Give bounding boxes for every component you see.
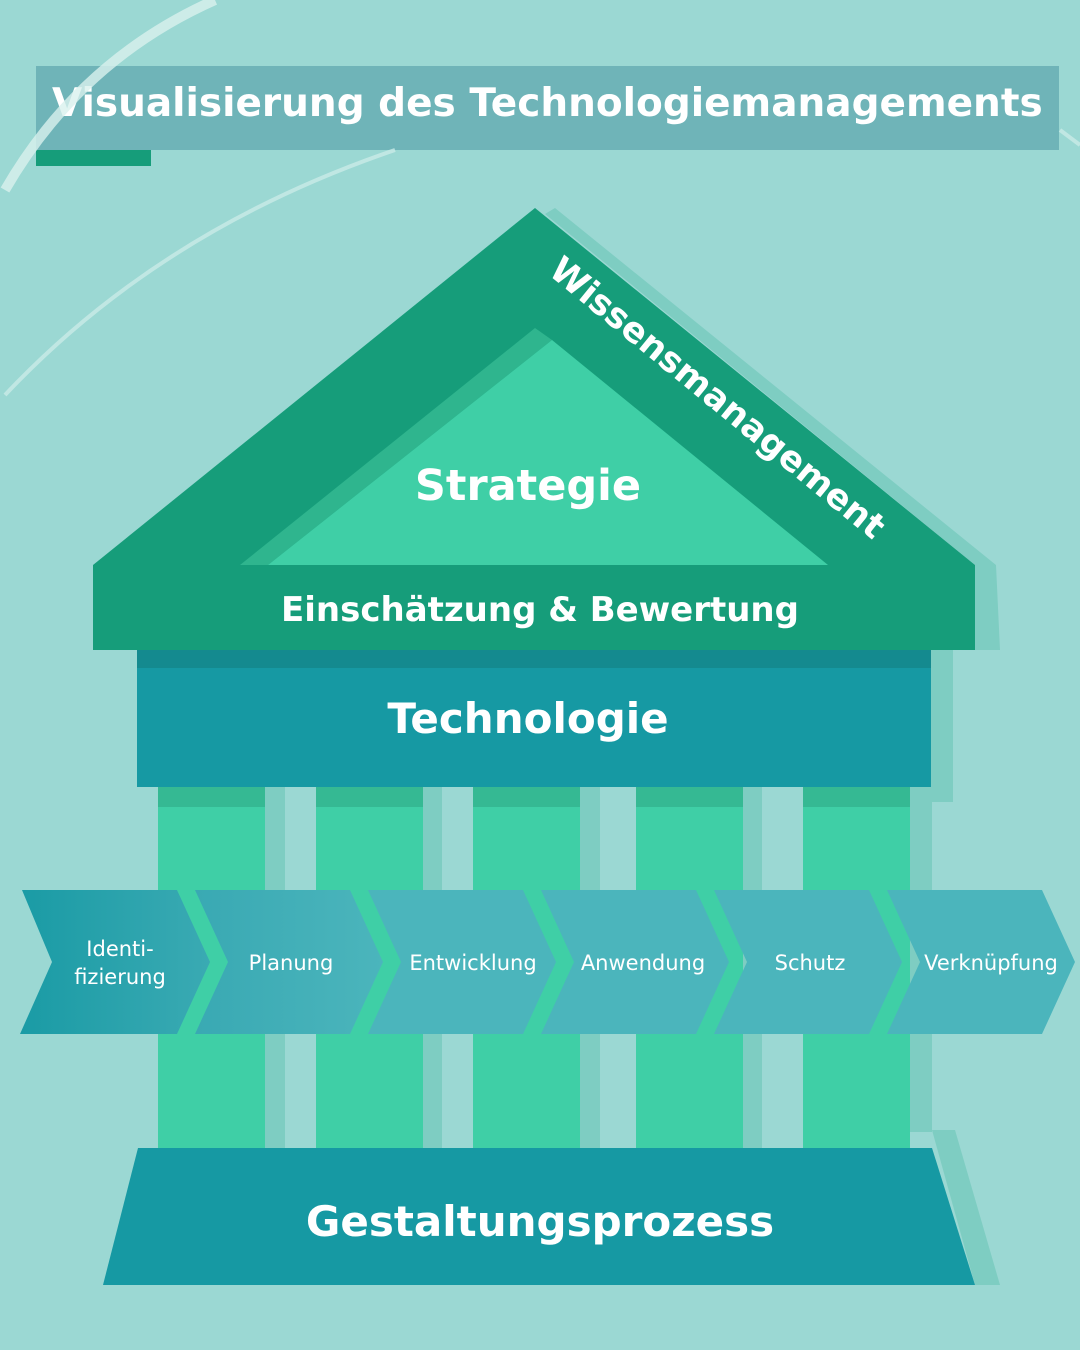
foundation [103,1148,975,1285]
roof-inner-shadow [240,328,552,565]
beam-top-edge [137,650,931,670]
beam-label: Technologie [387,694,668,743]
page-title: Visualisierung des Technologiemanagement… [52,81,1043,126]
process-step-label-6: Verknüpfung [924,951,1058,975]
process-step-label-1: fizierung [74,965,166,989]
process-step-label-5: Schutz [775,951,846,975]
background-arcs [0,0,1080,397]
process-steps: Identi-fizierung Planung Entwicklung Anwend… [20,890,1075,1034]
roof [93,208,975,650]
process-step-arrow-2 [195,890,383,1034]
roof-inner-triangle [268,340,828,565]
pillar-cap-4 [636,787,743,807]
process-step-arrow-5 [714,890,902,1034]
process-step-label-2: Planung [249,951,334,975]
process-step-arrow-3 [368,890,556,1034]
process-step-label-3: Entwicklung [409,951,536,975]
pillar-cap-5 [803,787,910,807]
process-step-arrow-6 [887,890,1075,1034]
title-box: Visualisierung des Technologiemanagement… [36,66,1059,150]
process-step-label-4: Anwendung [581,951,705,975]
process-step-arrow-1 [20,890,210,1034]
roof-inner-label: Strategie [415,461,641,511]
process-step-label-1: Identi- [86,937,153,961]
foundation-label: Gestaltungsprozess [306,1197,774,1246]
pillar-cap-3 [473,787,580,807]
roof-base-label: Einschätzung & Bewertung [281,590,799,630]
technology-beam [137,668,931,787]
title-accent-bar [36,150,151,166]
pillar-cap-2 [316,787,423,807]
pillar-cap-1 [158,787,265,807]
process-step-arrow-4 [541,890,729,1034]
